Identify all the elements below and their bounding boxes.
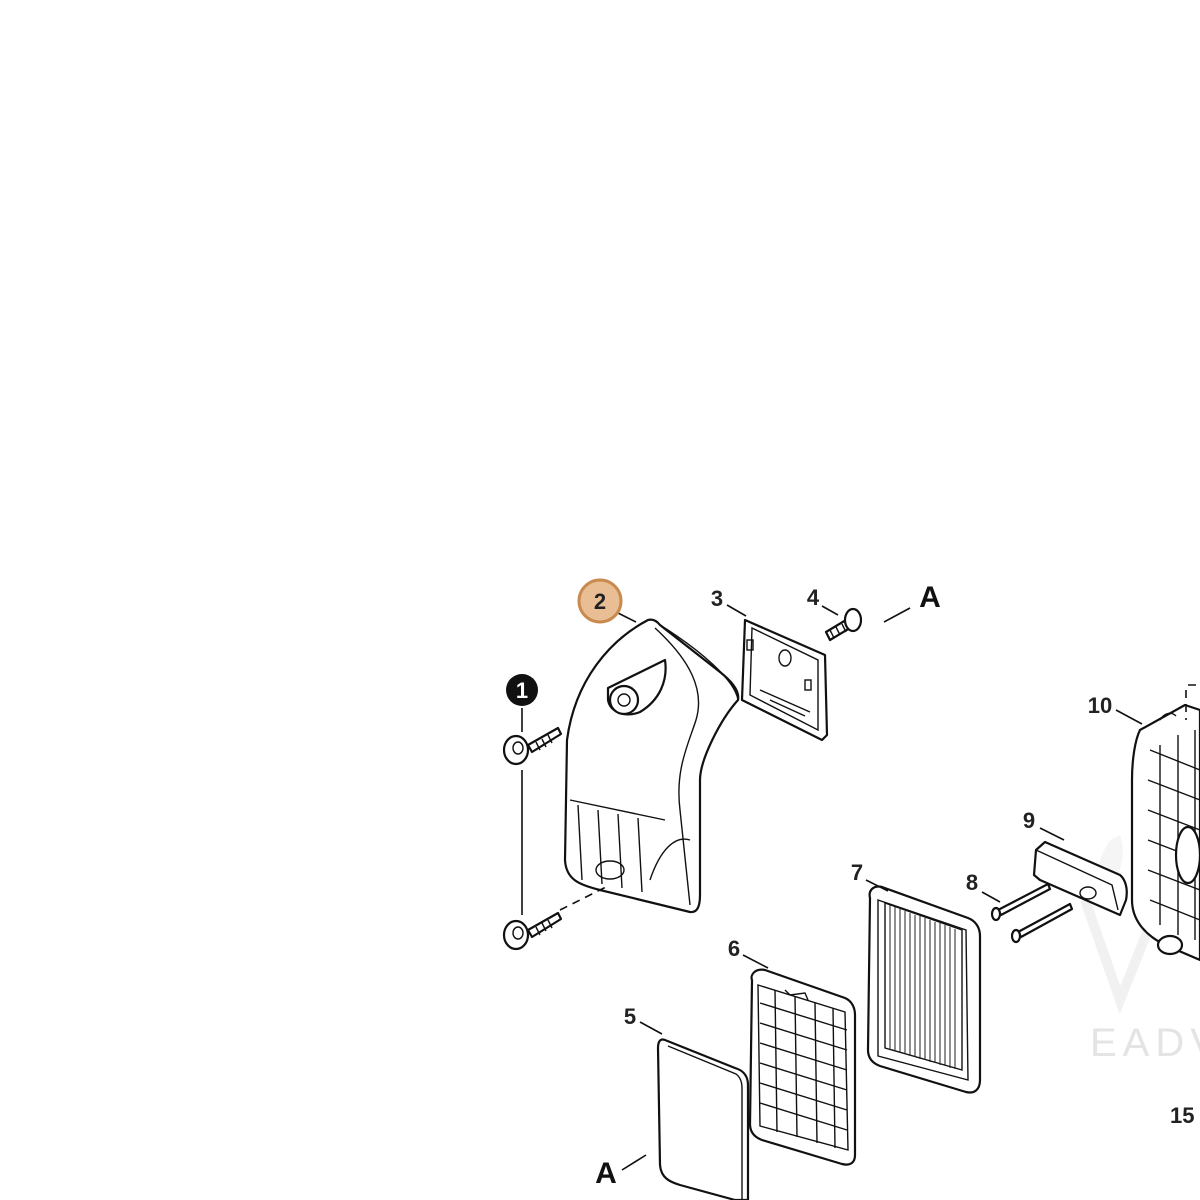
callout-3-label[interactable]: 3 <box>711 586 723 611</box>
part-2-cover[interactable] <box>563 618 740 914</box>
part-10-housing[interactable] <box>1130 684 1200 962</box>
callout-9-label[interactable]: 9 <box>1023 808 1035 833</box>
callout-1-badge <box>506 674 538 706</box>
part-6-prefilter[interactable] <box>748 968 857 1166</box>
callout-5-label[interactable]: 5 <box>624 1004 636 1029</box>
callout-8-label[interactable]: 8 <box>966 870 978 895</box>
callout-2-label: 2 <box>594 589 606 614</box>
part-8-bolts[interactable] <box>990 882 1074 944</box>
part-4-bolt[interactable] <box>824 607 863 642</box>
part-7-filter[interactable] <box>866 885 982 1094</box>
reference-mark-a-top: A <box>919 581 941 614</box>
part-9-bracket[interactable] <box>1032 840 1128 917</box>
callout-1-label: 1 <box>516 678 528 703</box>
prefilter-grid <box>759 989 848 1149</box>
pleats <box>889 905 956 1069</box>
callout-6-label[interactable]: 6 <box>728 936 740 961</box>
part-3-plate[interactable] <box>740 618 829 742</box>
watermark-text: EADVENT <box>1090 1021 1200 1065</box>
callout-2-highlight <box>577 578 623 624</box>
callout-1[interactable]: 1 <box>506 674 538 706</box>
part-1-screws[interactable] <box>502 708 611 951</box>
callout-2[interactable]: 2 <box>577 578 623 624</box>
callout-15-label[interactable]: 15 <box>1170 1103 1194 1128</box>
callout-4-label[interactable]: 4 <box>807 585 820 610</box>
leader-lines <box>615 604 1143 1171</box>
part-5-gasket[interactable] <box>656 1038 750 1200</box>
callout-7-label[interactable]: 7 <box>851 860 863 885</box>
reference-mark-a-bottom: A <box>595 1157 617 1190</box>
callout-10-label[interactable]: 10 <box>1088 693 1112 718</box>
